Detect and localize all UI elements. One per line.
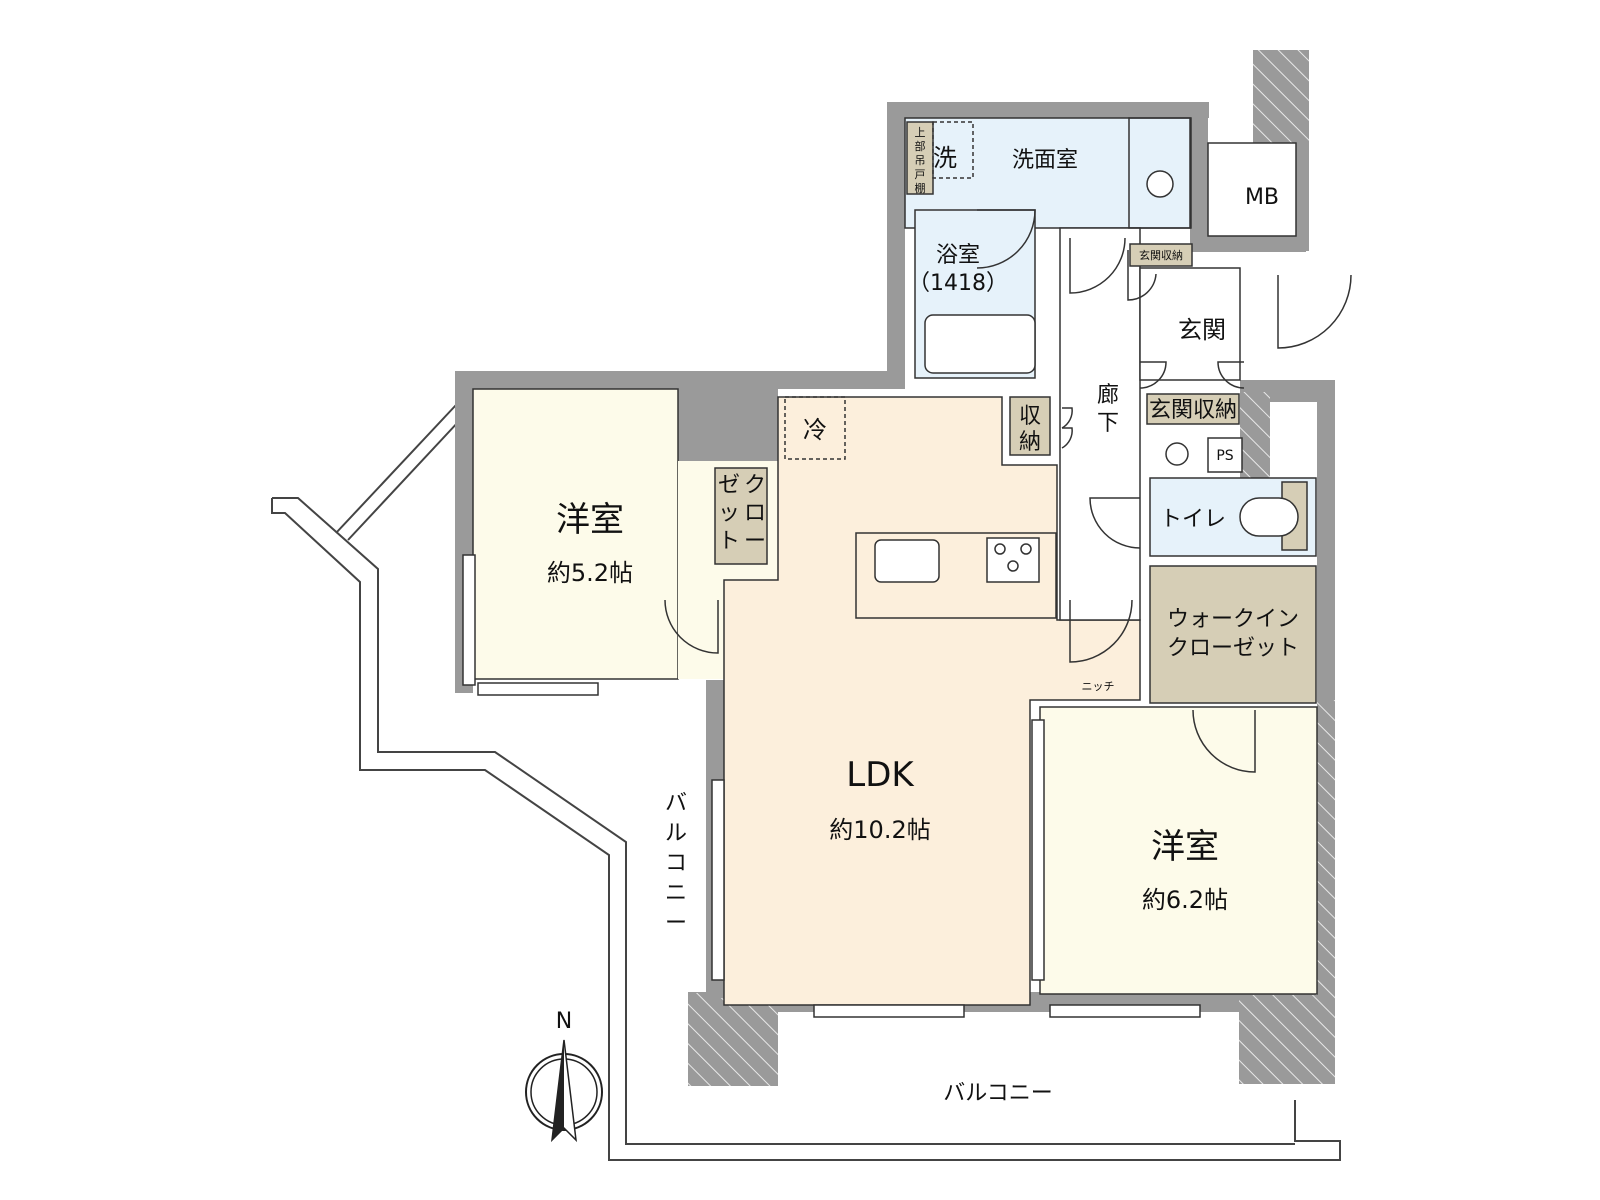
- room-meter-box: [1207, 142, 1297, 237]
- balcony-side-3: コ: [665, 851, 687, 876]
- labels: 洋室 約5.2帖 LDK 約10.2帖 洋室 約6.2帖 洗面室 洗 浴室 （1…: [547, 126, 1299, 1106]
- closet-col2-3: ト: [718, 529, 740, 554]
- niche-label: ニッチ: [1082, 680, 1115, 693]
- room-western-1: [472, 388, 679, 680]
- doors: [664, 209, 1352, 773]
- fixtures: [784, 117, 1299, 619]
- entrance-storage-small-label: 玄関収納: [1139, 248, 1183, 262]
- corridor-label-1: 廊: [1097, 383, 1119, 408]
- upper-cabinet-5: 棚: [915, 181, 926, 195]
- entrance-label: 玄関: [1178, 316, 1226, 344]
- western-room-1-size: 約5.2帖: [547, 559, 633, 587]
- closet-col1-2: ロ: [744, 501, 766, 526]
- wic-label-1: ウォークイン: [1167, 607, 1299, 632]
- fridge-label: 冷: [803, 416, 827, 444]
- balcony-label: バルコニー: [943, 1081, 1053, 1106]
- room-storage: [1009, 396, 1051, 456]
- fridge-space: [784, 396, 846, 460]
- upper-cabinet-4: 戸: [915, 168, 926, 181]
- mb-label: MB: [1245, 185, 1279, 210]
- compass: N: [525, 1009, 603, 1143]
- entrance-storage-label: 玄関収納: [1149, 398, 1237, 423]
- toilet-icon: [1239, 497, 1299, 537]
- balcony-railing: [271, 404, 1341, 1161]
- western-room-2-size: 約6.2帖: [1142, 886, 1228, 914]
- closet-col1-1: ク: [744, 473, 766, 498]
- room-ps: [1207, 437, 1243, 473]
- laundry-label: 洗: [933, 144, 957, 172]
- room-walk-in-closet: [1149, 565, 1317, 704]
- ldk-name: LDK: [846, 755, 915, 795]
- balcony-side-5: ー: [665, 911, 687, 936]
- bathroom-name: 浴室: [936, 243, 980, 268]
- upper-cabinet-3: 吊: [915, 154, 926, 167]
- sink-icon: [874, 539, 940, 583]
- bathroom-spec: （1418）: [908, 271, 1008, 296]
- room-entrance-storage-small: [1129, 243, 1193, 267]
- ps-label: PS: [1216, 448, 1233, 464]
- closet-col2-1: ゼ: [718, 473, 740, 498]
- stove-icon: [986, 537, 1040, 583]
- room-entrance-storage: [1146, 393, 1240, 425]
- western-room-2-name: 洋室: [1151, 827, 1219, 867]
- balcony-side-2: ル: [665, 821, 687, 846]
- compass-north-label: N: [556, 1009, 572, 1034]
- room-closet: [714, 467, 768, 565]
- bathtub-icon: [924, 314, 1036, 374]
- upper-cabinet-1: 上: [915, 126, 926, 139]
- storage-label-1: 収: [1019, 404, 1041, 429]
- corridor-label-2: 下: [1097, 411, 1119, 436]
- ldk-size: 約10.2帖: [829, 816, 930, 844]
- balcony-side-4: ニ: [665, 881, 687, 906]
- balcony-side-1: バ: [665, 791, 687, 816]
- closet-col2-2: ッ: [718, 501, 740, 526]
- storage-label-2: 納: [1019, 430, 1041, 455]
- room-western-2: [1039, 706, 1318, 995]
- wic-label-2: クローゼット: [1167, 636, 1299, 661]
- washroom-label: 洗面室: [1012, 148, 1078, 173]
- upper-cabinet-2: 部: [915, 139, 926, 153]
- windows: [462, 554, 1201, 1018]
- toilet-label: トイレ: [1160, 507, 1226, 532]
- room-upper-cabinet-wash: [906, 121, 934, 195]
- closet-col1-3: ー: [744, 529, 766, 554]
- western-room-1-name: 洋室: [556, 500, 624, 540]
